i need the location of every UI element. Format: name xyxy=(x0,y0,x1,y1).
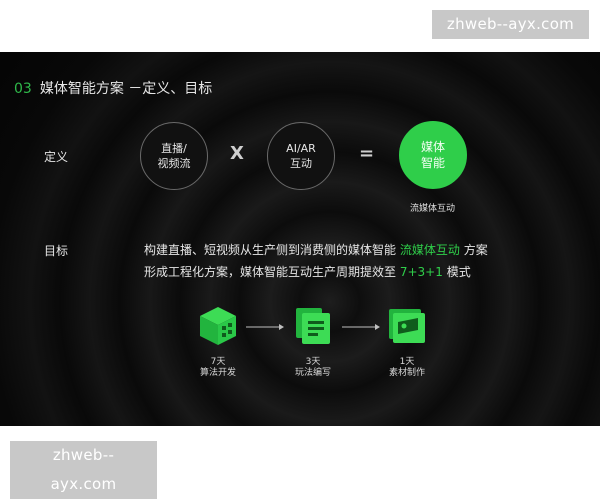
goal-line-2: 形成工程化方案，媒体智能互动生产周期提效至 7+3+1 模式 xyxy=(144,263,471,280)
definition-label: 定义 xyxy=(44,150,69,164)
watermark-top: zhweb--ayx.com xyxy=(432,10,589,39)
document-icon xyxy=(296,308,330,344)
goal-label: 目标 xyxy=(44,244,69,258)
goal-line-2-suffix: 模式 xyxy=(446,265,471,279)
stream-circle: 直播/ 视频流 xyxy=(140,122,208,190)
equals-operator: = xyxy=(359,143,375,164)
result-caption: 流媒体互动 xyxy=(410,204,456,214)
title-text: 媒体智能方案 －定义、目标 xyxy=(39,81,213,97)
arrow-right-icon xyxy=(342,324,380,330)
goal-line-2-highlight: 7+3+1 xyxy=(399,265,443,279)
arrow-right-icon xyxy=(246,324,284,330)
step-name: 素材制作 xyxy=(388,368,425,378)
media-intelligence-circle: 媒体 智能 xyxy=(399,121,467,189)
step-days: 7天 xyxy=(210,357,226,367)
step-name: 算法开发 xyxy=(199,368,236,378)
slide-title: 03 媒体智能方案 －定义、目标 xyxy=(14,78,212,98)
goal-line-1-suffix: 方案 xyxy=(463,243,488,257)
watermark-bottom: zhweb--ayx.com xyxy=(10,441,157,499)
step-assets: 1天 素材制作 xyxy=(377,357,437,379)
step-days: 3天 xyxy=(305,357,321,367)
goal-line-2-text: 形成工程化方案，媒体智能互动生产周期提效至 xyxy=(144,265,397,279)
step-days: 1天 xyxy=(399,357,415,367)
step-name: 玩法编写 xyxy=(294,368,331,378)
goal-line-1-text: 构建直播、短视频从生产侧到消费侧的媒体智能 xyxy=(144,243,397,257)
cube-icon xyxy=(200,307,236,345)
ai-ar-circle: AI/AR 互动 xyxy=(267,122,335,190)
step-gameplay: 3天 玩法编写 xyxy=(283,357,343,379)
step-algorithm: 7天 算法开发 xyxy=(188,357,248,379)
section-number: 03 xyxy=(14,81,32,97)
goal-line-1: 构建直播、短视频从生产侧到消费侧的媒体智能 流媒体互动 方案 xyxy=(144,241,488,258)
media-card-icon xyxy=(389,309,425,343)
multiply-operator: X xyxy=(230,143,244,164)
goal-line-1-highlight: 流媒体互动 xyxy=(399,243,460,257)
